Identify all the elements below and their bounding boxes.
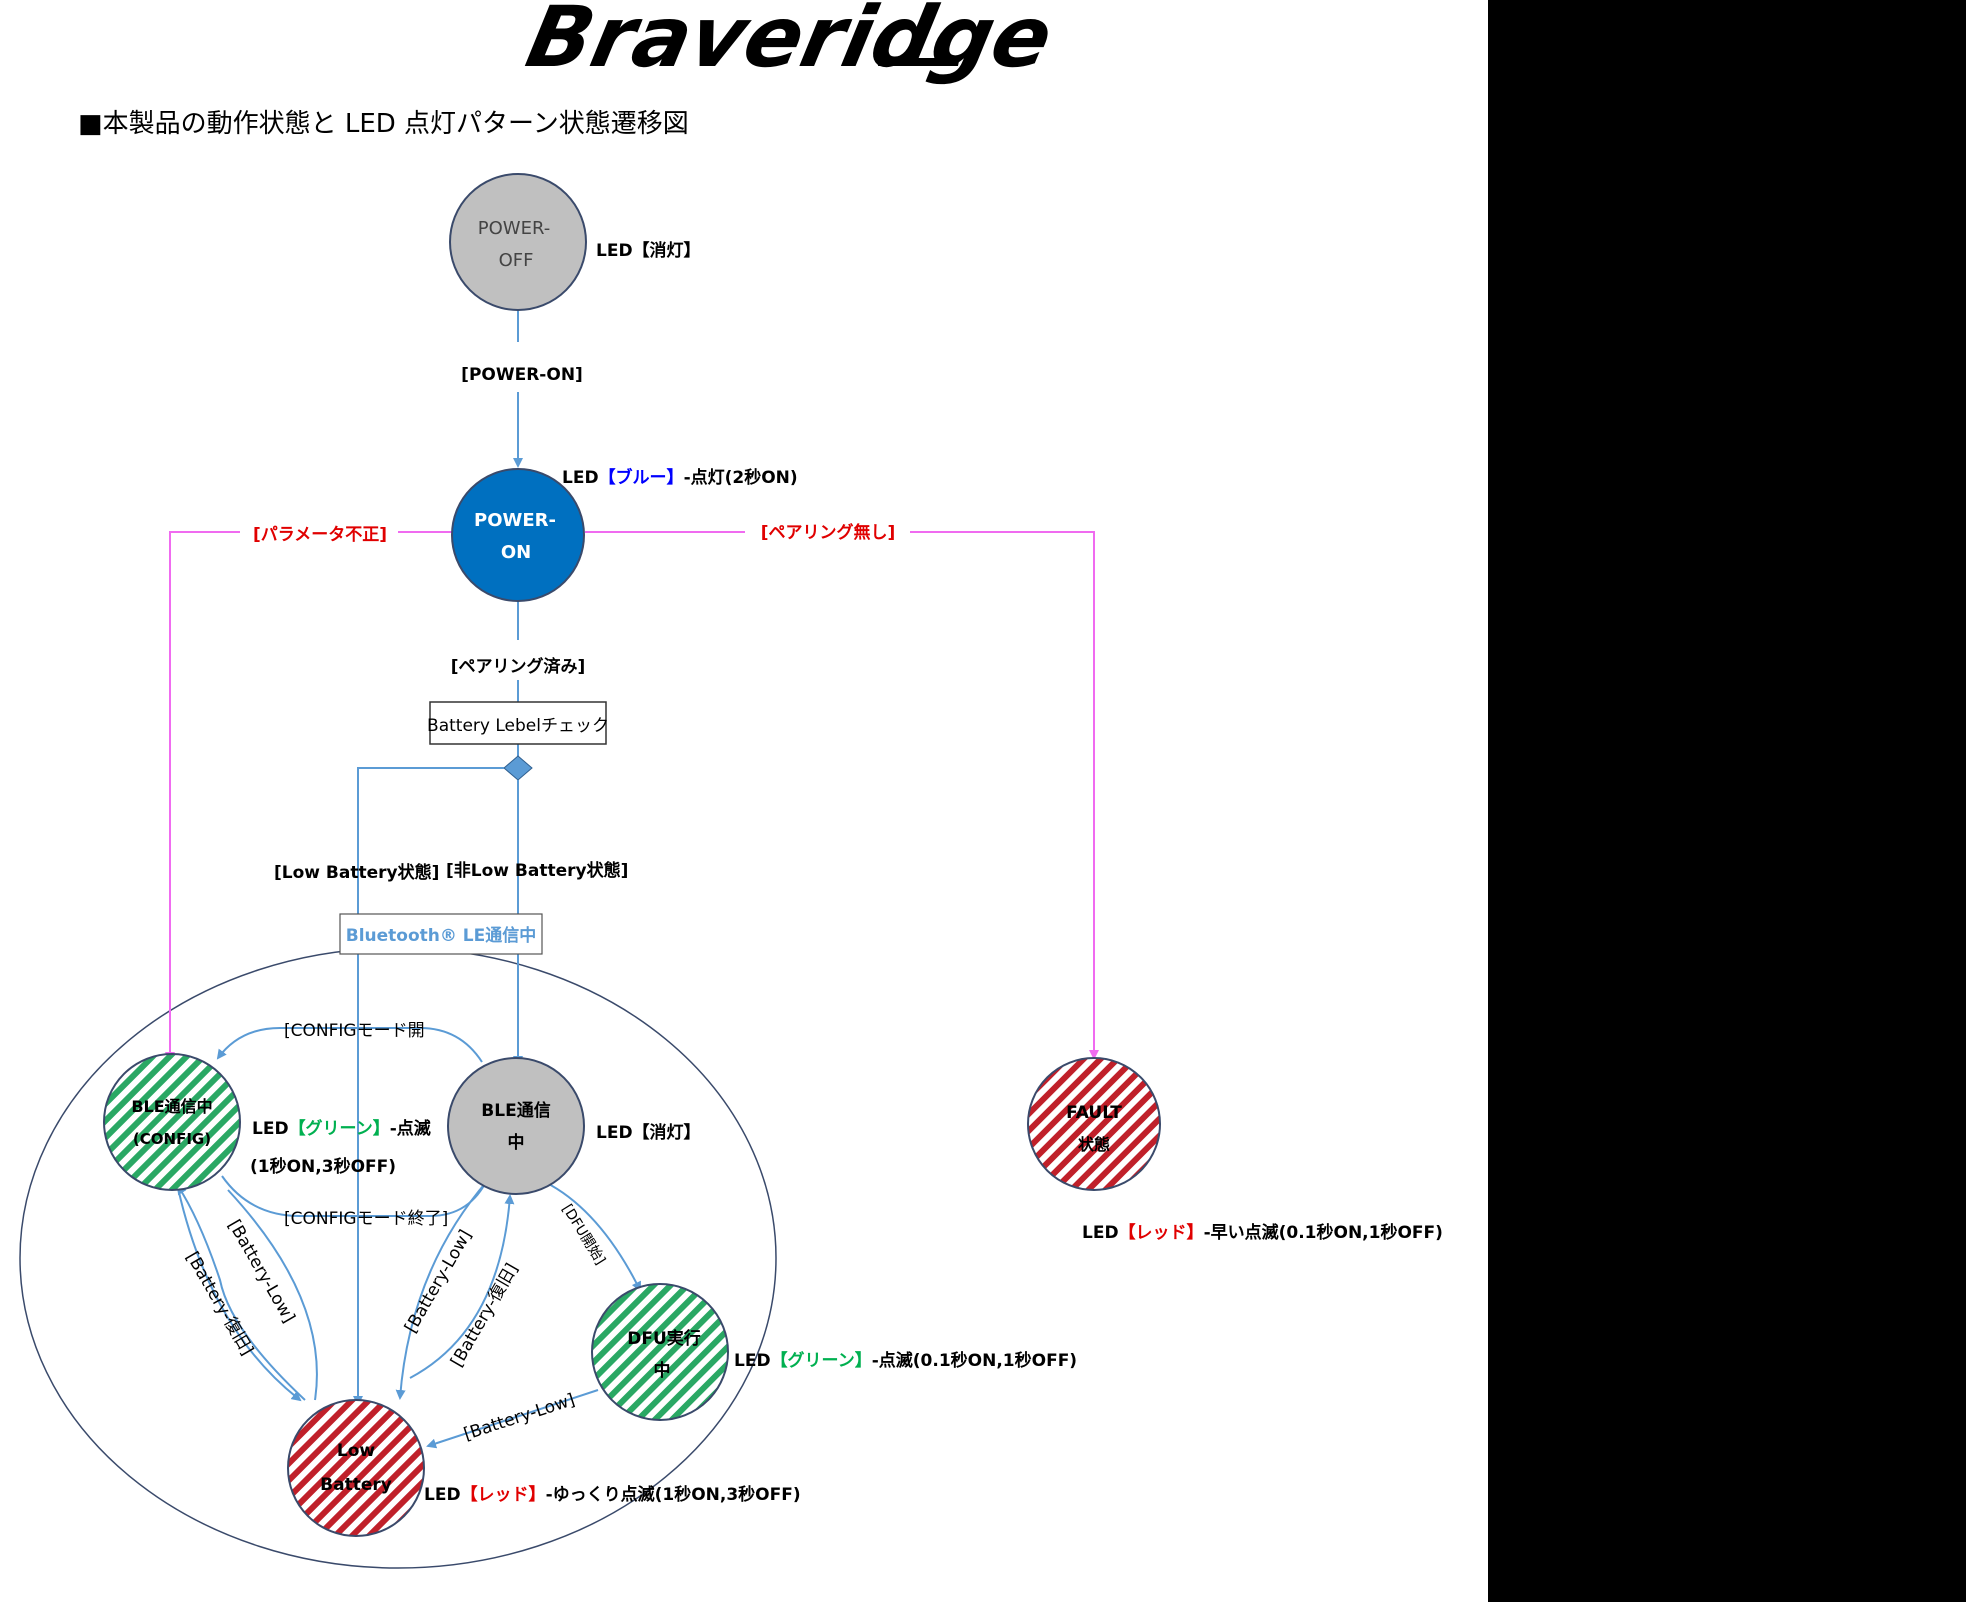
label-battery-low-ble: [Battery-Low] (401, 1226, 476, 1336)
connector-config-to-low (227, 1189, 318, 1401)
state-ble-config-line1: BLE通信中 (131, 1097, 212, 1116)
connector-low-battery-branch (353, 767, 504, 1406)
led-ble-config-line2: (1秒ON,3秒OFF) (250, 1156, 396, 1177)
led-power-on-color: 【ブルー】 (599, 467, 684, 488)
led-low-battery-color: 【レッド】 (461, 1484, 546, 1505)
label-no-pairing: [ペアリング無し] (761, 522, 896, 543)
led-low-battery-suffix: -ゆっくり点滅(1秒ON,3秒OFF) (546, 1484, 801, 1505)
state-ble: BLE通信 中 (447, 1057, 585, 1195)
region-label: Bluetooth® LE通信中 (346, 925, 537, 946)
battery-check-label: Battery Lebelチェック (427, 716, 609, 736)
state-low-battery: Low Battery (287, 1399, 425, 1537)
state-fault: FAULT 状態 (1027, 1057, 1161, 1191)
state-low-battery-line1: Low (337, 1441, 376, 1461)
logo-underline (877, 58, 960, 66)
led-fault-color: 【レッド】 (1119, 1222, 1204, 1243)
state-power-on-line1: POWER- (474, 510, 556, 531)
led-power-on: LED【ブルー】-点灯(2秒ON) (562, 467, 798, 488)
decision-diamond (503, 755, 533, 781)
label-config-open: [CONFIGモード開 (284, 1021, 425, 1041)
led-ble-config-color: 【グリーン】 (289, 1118, 390, 1139)
state-dfu-line1: DFU実行 (627, 1328, 701, 1349)
connector-dfu-to-low (426, 1389, 599, 1449)
state-power-off: POWER- OFF (449, 173, 587, 311)
label-battery-low-dfu: [Battery-Low] (461, 1390, 577, 1445)
led-power-off: LED【消灯】 (596, 240, 701, 261)
led-low-battery: LED【レッド】-ゆっくり点滅(1秒ON,3秒OFF) (424, 1484, 801, 1505)
label-param-invalid: [パラメータ不正] (253, 525, 387, 545)
led-ble-config-suffix: -点滅 (390, 1118, 431, 1139)
black-side-panel (1488, 0, 1966, 1602)
state-ble-line2: 中 (508, 1132, 525, 1153)
led-fault: LED【レッド】-早い点滅(0.1秒ON,1秒OFF) (1082, 1222, 1443, 1243)
led-dfu-suffix: -点滅(0.1秒ON,1秒OFF) (872, 1350, 1077, 1371)
state-dfu: DFU実行 中 (591, 1283, 729, 1421)
connector-no-pairing (910, 531, 1099, 1060)
label-battery-restore-config: [Battery-復旧] (182, 1249, 257, 1359)
region-label-box (339, 913, 543, 955)
connector-low-to-ble (409, 1194, 515, 1379)
state-low-battery-line2: Battery (320, 1475, 392, 1495)
state-ble-config-line2: (CONFIG) (133, 1130, 211, 1148)
led-dfu: LED【グリーン】-点滅(0.1秒ON,1秒OFF) (734, 1350, 1077, 1371)
led-power-on-suffix: -点灯(2秒ON) (684, 467, 798, 488)
label-low-battery-state: [Low Battery状態] (274, 862, 439, 883)
state-fault-line2: 状態 (1078, 1135, 1110, 1154)
connector-param-invalid (165, 531, 240, 1062)
state-ble-line1: BLE通信 (481, 1100, 550, 1121)
connector-dfu-start (544, 1181, 641, 1292)
led-power-on-prefix: LED (562, 468, 599, 488)
connector-low-to-config (176, 1184, 306, 1401)
battery-check-box (429, 701, 607, 745)
page-heading: ■本製品の動作状態と LED 点灯パターン状態遷移図 (78, 109, 689, 139)
state-power-off-line2: OFF (499, 250, 534, 271)
label-dfu-start: [DFU開始] (559, 1202, 609, 1268)
label-paired: [ペアリング済み] (451, 656, 586, 677)
led-ble: LED【消灯】 (596, 1122, 701, 1143)
braveridge-logo: Braveridge (519, 0, 1061, 87)
led-ble-config: LED【グリーン】-点滅 (252, 1118, 431, 1139)
state-ble-config: BLE通信中 (CONFIG) (103, 1053, 241, 1191)
label-power-on: [POWER-ON] (461, 365, 583, 385)
state-power-on: POWER- ON (451, 468, 585, 602)
label-non-low-battery-state: [非Low Battery状態] (446, 860, 628, 881)
led-ble-config-prefix: LED (252, 1119, 289, 1139)
led-dfu-prefix: LED (734, 1351, 771, 1371)
label-config-end: [CONFIGモード終了] (284, 1209, 448, 1229)
led-dfu-color: 【グリーン】 (771, 1350, 872, 1371)
state-power-on-line2: ON (501, 542, 531, 563)
connector-ble-to-low (395, 1179, 489, 1400)
connector-config-open (216, 1027, 483, 1063)
connector-config-restore (177, 1187, 302, 1402)
led-low-battery-prefix: LED (424, 1485, 461, 1505)
label-battery-restore-ble: [Battery-復旧] (447, 1260, 522, 1370)
state-dfu-line2: 中 (654, 1360, 671, 1381)
led-fault-suffix: -早い点滅(0.1秒ON,1秒OFF) (1204, 1222, 1443, 1243)
led-fault-prefix: LED (1082, 1223, 1119, 1243)
state-fault-line1: FAULT (1066, 1103, 1122, 1123)
state-power-off-line1: POWER- (478, 218, 550, 239)
